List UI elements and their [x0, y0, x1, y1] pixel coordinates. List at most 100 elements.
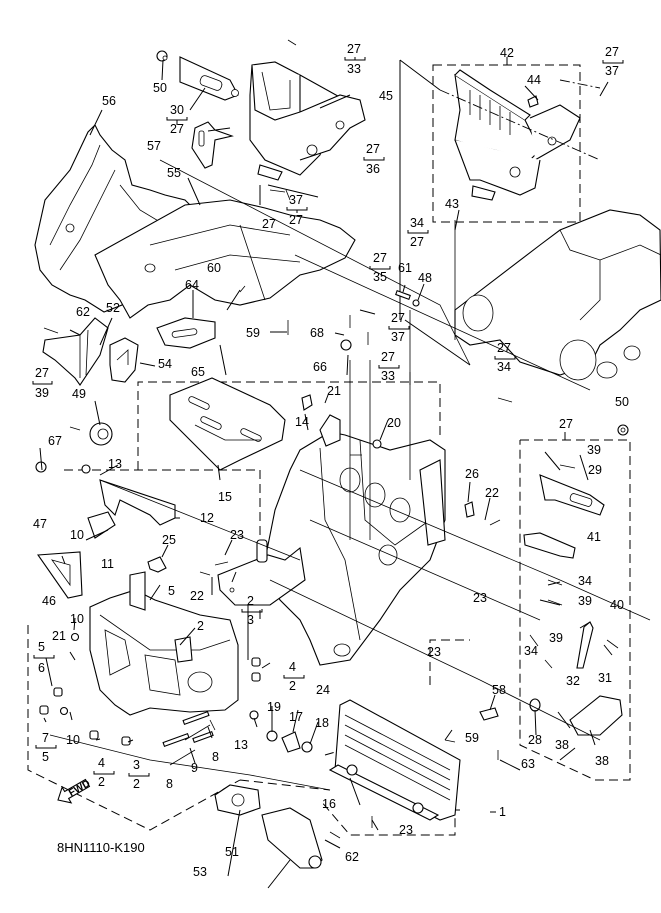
nut-20 [372, 439, 382, 449]
label-67: 67 [48, 434, 62, 448]
label-23: 23 [473, 591, 487, 605]
front-frame-2 [89, 571, 239, 716]
label-27: 27 [262, 217, 276, 231]
label-42: 42 [500, 46, 514, 60]
label-19: 19 [267, 700, 281, 714]
label-12: 12 [200, 511, 214, 525]
label-52: 52 [106, 301, 120, 315]
label-49: 49 [72, 387, 86, 401]
label-1: 1 [499, 805, 506, 819]
label-27: 27 [410, 235, 424, 249]
grommet-50-right [617, 424, 629, 436]
guard-42 [454, 69, 581, 201]
label-39: 39 [587, 443, 601, 457]
label-6: 6 [38, 661, 45, 675]
label-13: 13 [108, 457, 122, 471]
duct-51 [261, 807, 323, 869]
label-23: 23 [427, 645, 441, 659]
label-64: 64 [185, 278, 199, 292]
label-22: 22 [190, 589, 204, 603]
label-27: 27 [347, 42, 361, 56]
label-8: 8 [166, 777, 173, 791]
label-34: 34 [410, 216, 424, 230]
label-27: 27 [170, 122, 184, 136]
label-10: 10 [70, 612, 84, 626]
forward-arrow-icon: FWD [57, 778, 92, 804]
bracket-14 [301, 394, 313, 411]
label-22: 22 [485, 486, 499, 500]
label-54: 54 [158, 357, 172, 371]
label-33: 33 [381, 369, 395, 383]
label-45: 45 [379, 89, 393, 103]
label-59: 59 [246, 326, 260, 340]
label-60: 60 [207, 261, 221, 275]
label-23: 23 [230, 528, 244, 542]
bracket-40 [576, 621, 594, 669]
label-38: 38 [595, 754, 609, 768]
label-66: 66 [313, 360, 327, 374]
drawing-code: 8HN1110-K190 [57, 840, 145, 855]
inner-panel-55 [94, 199, 356, 319]
label-10: 10 [66, 733, 80, 747]
label-3: 3 [133, 758, 140, 772]
label-47: 47 [33, 517, 47, 531]
label-39: 39 [549, 631, 563, 645]
label-50: 50 [153, 81, 167, 95]
label-24: 24 [316, 683, 330, 697]
label-4: 4 [289, 660, 296, 674]
label-43: 43 [445, 197, 459, 211]
label-11: 11 [101, 557, 114, 571]
bracket-57 [191, 121, 234, 169]
deflector-32 [569, 695, 623, 736]
label-40: 40 [610, 598, 624, 612]
label-2: 2 [197, 619, 204, 633]
label-4: 4 [98, 756, 105, 770]
label-27: 27 [391, 311, 405, 325]
label-39: 39 [35, 386, 49, 400]
grommet-66 [340, 339, 352, 351]
box-45 [249, 61, 366, 181]
frame-outline-dash [137, 381, 441, 470]
label-5: 5 [168, 584, 175, 598]
strap-41 [523, 532, 576, 559]
label-59: 59 [465, 731, 479, 745]
label-63: 63 [521, 757, 535, 771]
hub-49 [89, 422, 113, 446]
label-25: 25 [162, 533, 176, 547]
label-21: 21 [52, 629, 66, 643]
label-2: 2 [98, 775, 105, 789]
label-27: 27 [289, 213, 303, 227]
label-38: 38 [555, 738, 569, 752]
label-48: 48 [418, 271, 432, 285]
label-37: 37 [289, 193, 303, 207]
fwd-label: FWD [67, 778, 92, 799]
label-21: 21 [327, 384, 341, 398]
duct-52 [42, 317, 109, 386]
label-33: 33 [347, 62, 361, 76]
main-frame [264, 414, 446, 666]
bracket-12 [81, 464, 176, 526]
label-27: 27 [373, 251, 387, 265]
label-16: 16 [322, 797, 336, 811]
label-17: 17 [289, 710, 303, 724]
intercooler-16 [328, 699, 461, 821]
label-55: 55 [167, 166, 181, 180]
label-30: 30 [170, 103, 184, 117]
label-2: 2 [289, 679, 296, 693]
label-3: 3 [247, 613, 254, 627]
label-10: 10 [70, 528, 84, 542]
label-56: 56 [102, 94, 116, 108]
footrest-29 [539, 474, 605, 516]
label-37: 37 [605, 64, 619, 78]
label-51: 51 [225, 845, 239, 859]
label-36: 36 [366, 162, 380, 176]
washer-48 [412, 299, 420, 307]
grommet-50-top [156, 50, 168, 62]
label-58: 58 [492, 683, 506, 697]
label-20: 20 [387, 416, 401, 430]
label-31: 31 [598, 671, 612, 685]
label-2: 2 [247, 594, 254, 608]
plate-58 [479, 707, 499, 721]
plate-64 [156, 317, 216, 349]
label-61: 61 [398, 261, 412, 275]
